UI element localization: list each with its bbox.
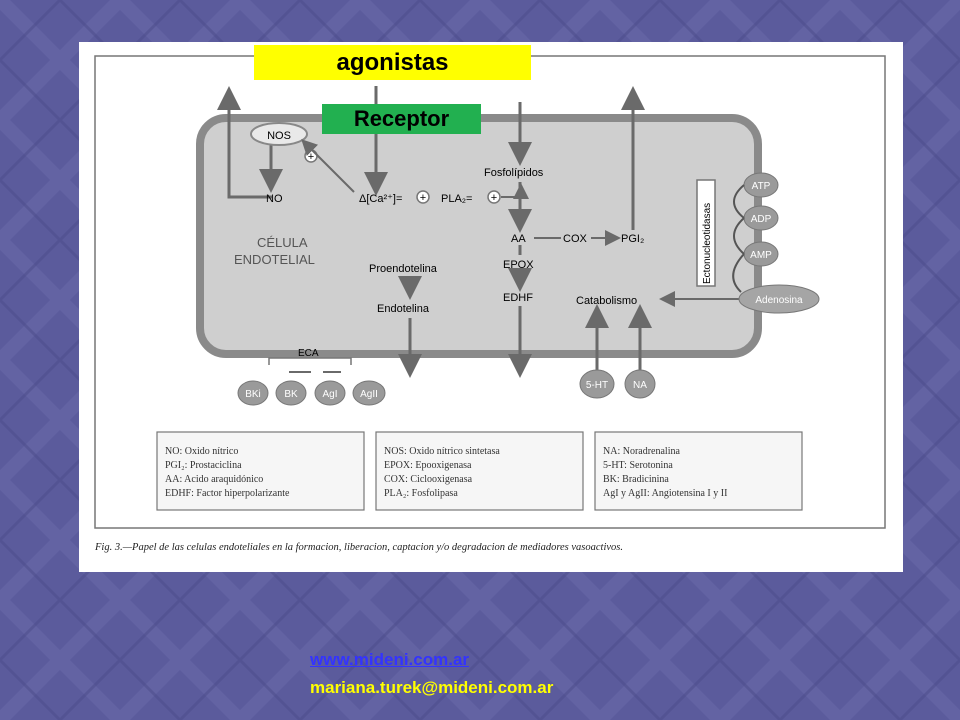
legend-item: NO: Oxido nítrico — [165, 446, 238, 457]
eca-label: ECA — [298, 348, 319, 359]
ectonucleotidasas-box — [696, 179, 716, 287]
atp-label: ATP — [752, 181, 771, 192]
legend-item: AgI y AgII: Angiotensina I y II — [603, 488, 727, 499]
fosfolipidos-label: Fosfolípidos — [484, 167, 544, 179]
pla2-label: PLA₂= — [441, 193, 473, 205]
legend-item: EDHF: Factor hiperpolarizante — [165, 488, 290, 499]
legend-box-2 — [375, 431, 584, 511]
legend-item: BK: Bradicinina — [603, 474, 669, 485]
no-label: NO — [266, 193, 283, 205]
legend-item: PLA₂: Fosfolipasa — [384, 488, 458, 499]
bki-label: BKi — [245, 389, 261, 400]
legend-item: PGI₂: Prostaciclina — [165, 460, 242, 471]
cell-title-line2: ENDOTELIAL — [234, 252, 315, 267]
bk-label: BK — [284, 389, 298, 400]
legend-box-3 — [594, 431, 803, 511]
agi-label: AgI — [322, 389, 337, 400]
amp-label: AMP — [750, 250, 772, 261]
agonistas-highlight: agonistas — [254, 45, 531, 80]
plus-sign: + — [308, 151, 314, 163]
pgi2-label: PGI₂ — [621, 233, 644, 245]
adenosina-label: Adenosina — [755, 295, 803, 306]
cell-title-line1: CÉLULA — [257, 235, 308, 250]
legend-item: 5-HT: Serotonina — [603, 460, 673, 471]
epox-label: EPOX — [503, 259, 534, 271]
agi-node — [314, 380, 346, 406]
agii-node — [352, 380, 386, 406]
aa-label: AA — [511, 233, 526, 245]
legend-box-1 — [156, 431, 365, 511]
agii-label: AgII — [360, 389, 378, 400]
endotelina-label: Endotelina — [377, 303, 430, 315]
bk-node — [275, 380, 307, 406]
ca-equation: Δ[Ca²⁺]= — [359, 193, 402, 205]
proendotelina-label: Proendotelina — [369, 263, 438, 275]
legend-item: NOS: Oxido nítrico sintetasa — [384, 446, 500, 457]
adenosina-node — [738, 284, 820, 314]
adp-label: ADP — [751, 214, 772, 225]
plus-sign: + — [491, 192, 497, 204]
figure-caption: Fig. 3.—Papel de las celulas endoteliale… — [94, 542, 623, 553]
receptor-highlight: Receptor — [322, 104, 481, 134]
serotonin-label: 5-HT — [586, 380, 608, 391]
nos-label: NOS — [267, 130, 291, 142]
endothelial-cell-diagram: NOS + NO Δ[Ca²⁺]= + PLA₂= + Fosfolípidos… — [94, 55, 886, 553]
nos-node — [250, 122, 308, 146]
ectonucleotidasas-label: Ectonucleotidasas — [702, 203, 713, 284]
plus-sign: + — [420, 192, 426, 204]
na-node — [624, 369, 656, 399]
legend-item: AA: Acido araquidónico — [165, 474, 263, 485]
legend-item: EPOX: Epooxigenasa — [384, 460, 472, 471]
legend-item: COX: Ciclooxigenasa — [384, 474, 473, 485]
no-release-arrow — [217, 86, 272, 199]
legend-item: NA: Noradrenalina — [603, 446, 680, 457]
bki-node — [237, 380, 269, 406]
website-link[interactable]: www.mideni.com.ar — [310, 650, 470, 669]
cox-label: COX — [563, 233, 588, 245]
figure-panel: NOS + NO Δ[Ca²⁺]= + PLA₂= + Fosfolípidos… — [79, 42, 903, 572]
catabolismo-label: Catabolismo — [576, 295, 637, 307]
email-text: mariana.turek@mideni.com.ar — [310, 678, 554, 697]
edhf-label: EDHF — [503, 292, 533, 304]
serotonin-node — [579, 369, 615, 399]
na-label: NA — [633, 380, 647, 391]
